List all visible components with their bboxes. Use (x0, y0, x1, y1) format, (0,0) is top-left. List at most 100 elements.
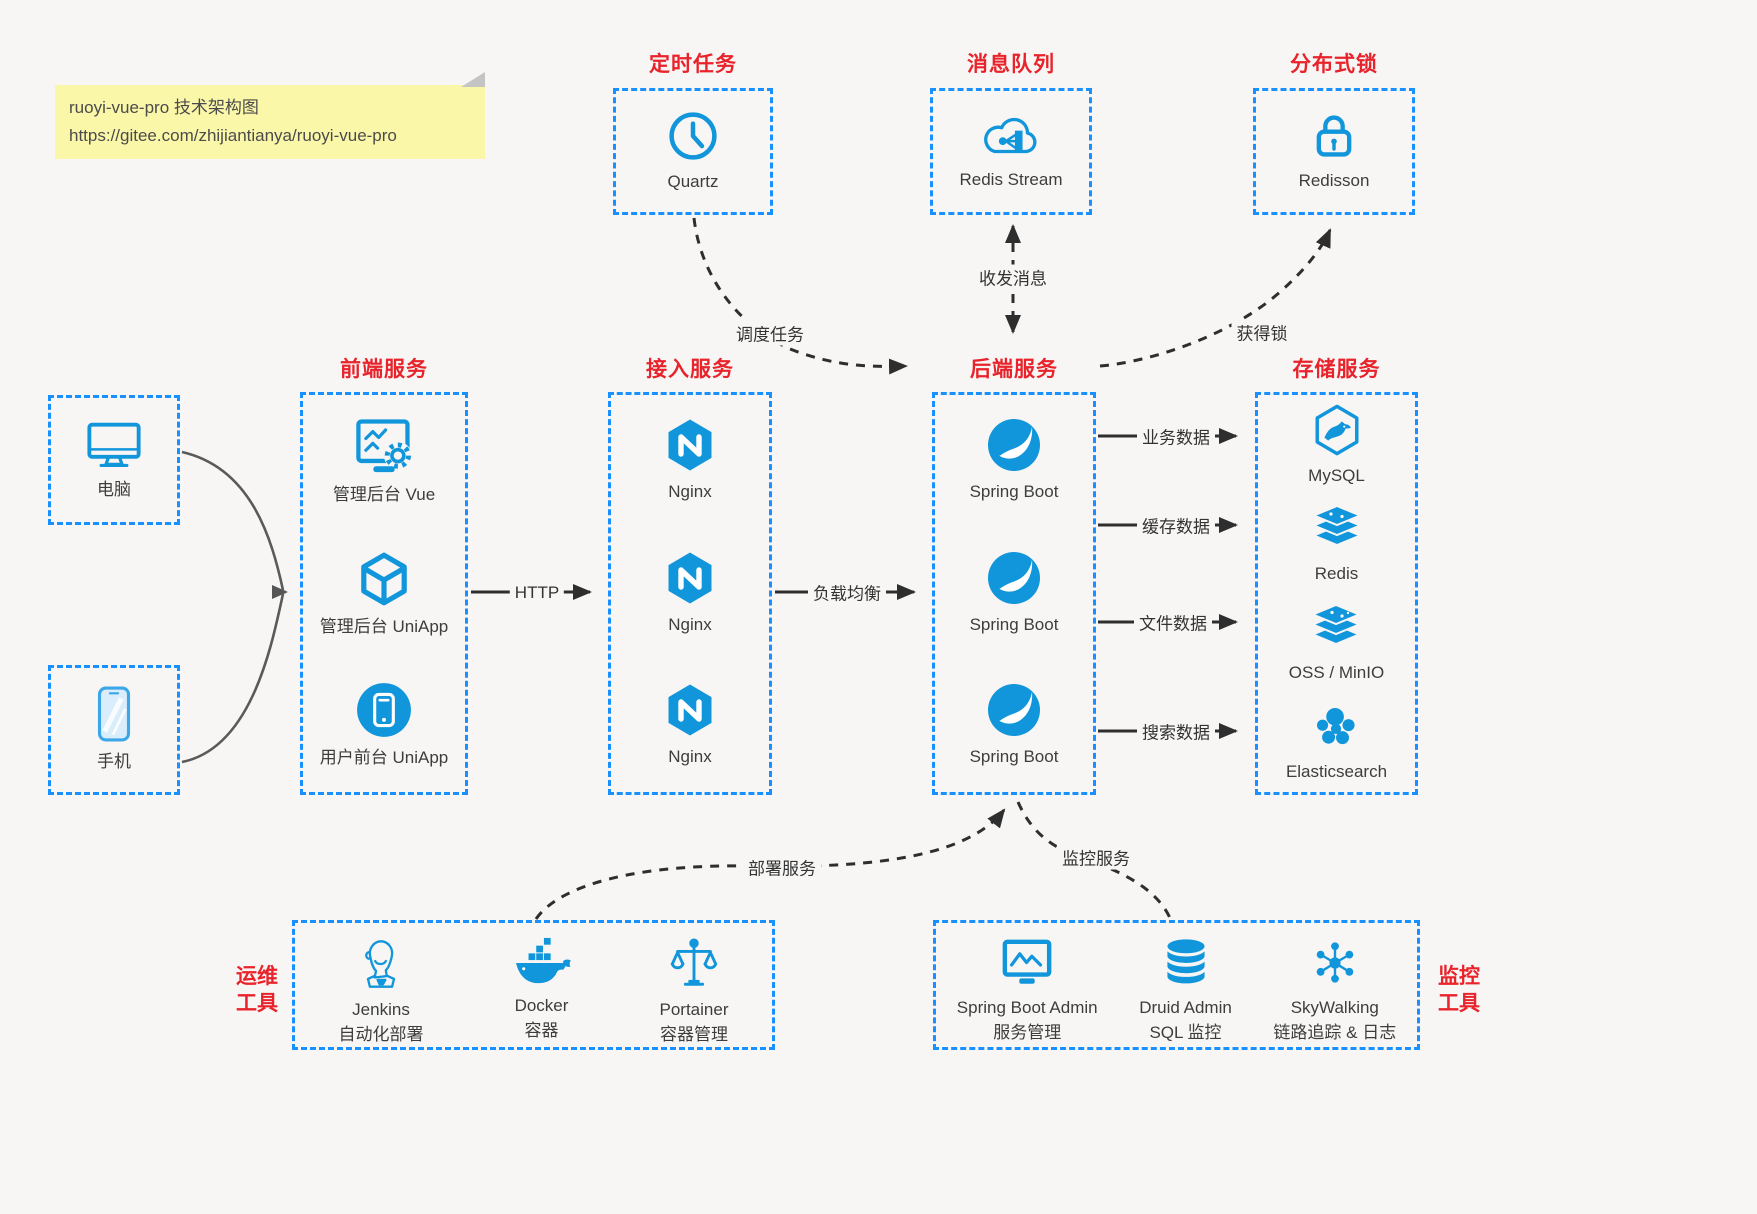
node-label: 手机 (97, 752, 131, 772)
node-label: Spring Boot (969, 482, 1059, 502)
node-phone[interactable]: 手机 (93, 685, 135, 775)
panel-client-phone[interactable]: 手机 (48, 665, 180, 795)
node-redisson[interactable]: Redisson (1298, 110, 1370, 194)
phone-icon (93, 685, 135, 743)
edge-label-cache-data: 缓存数据 (1137, 512, 1215, 538)
panel-storage[interactable]: MySQL Redis OSS / MinIO Elasticsearch (1255, 392, 1418, 795)
edge-label-http: HTTP (509, 583, 565, 603)
node-springboot-2[interactable]: Spring Boot (969, 550, 1059, 638)
panel-scheduled[interactable]: Quartz (613, 88, 773, 215)
node-redis-stream[interactable]: Redis Stream (959, 111, 1063, 193)
group-title-backend: 后端服务 (970, 358, 1058, 381)
node-quartz[interactable]: Quartz (666, 109, 720, 195)
panel-lock[interactable]: Redisson (1253, 88, 1415, 215)
edge-clients-to-frontend (181, 450, 288, 764)
panel-client-pc[interactable]: 电脑 (48, 395, 180, 525)
nginx-icon (664, 682, 716, 738)
node-label: Nginx (668, 482, 712, 502)
node-pc[interactable]: 电脑 (84, 417, 144, 503)
node-springboot-3[interactable]: Spring Boot (969, 682, 1059, 770)
uniapp-cube-icon (355, 550, 413, 608)
node-nginx-1[interactable]: Nginx (664, 417, 716, 505)
node-user-uniapp[interactable]: 用户前台 UniApp (320, 681, 448, 771)
edge-label-load-balance: 负载均衡 (808, 579, 886, 605)
edge-get-lock (1099, 228, 1332, 368)
spring-icon (986, 550, 1042, 606)
node-label: Quartz (667, 171, 719, 191)
user-app-icon (355, 681, 413, 739)
clock-icon (666, 109, 720, 163)
node-label: OSS / MinIO (1288, 663, 1385, 683)
node-nginx-3[interactable]: Nginx (664, 682, 716, 770)
node-springboot-1[interactable]: Spring Boot (969, 417, 1059, 505)
group-title-mq: 消息队列 (967, 53, 1055, 76)
sticky-note: ruoyi-vue-pro 技术架构图 https://gitee.com/zh… (55, 72, 485, 160)
redis-stack-icon (1309, 503, 1365, 555)
sba-monitor-icon (998, 937, 1056, 989)
note-fold-corner (461, 72, 485, 87)
spring-icon (986, 682, 1042, 738)
edge-label-search-data: 搜索数据 (1137, 718, 1215, 744)
mysql-icon (1310, 403, 1364, 457)
node-label: Redis (1314, 564, 1359, 584)
node-redis[interactable]: Redis (1309, 503, 1365, 587)
edge-label-message: 收发消息 (974, 264, 1052, 290)
node-label: Nginx (668, 614, 712, 634)
node-label: 管理后台 UniApp (319, 616, 449, 636)
note-url[interactable]: https://gitee.com/zhijiantianya/ruoyi-vu… (69, 126, 397, 146)
node-admin-vue[interactable]: 管理后台 Vue (333, 416, 435, 508)
node-nginx-2[interactable]: Nginx (664, 550, 716, 638)
node-label: 用户前台 UniApp (319, 748, 449, 768)
node-label: 电脑 (97, 480, 131, 500)
admin-vue-icon (352, 416, 416, 476)
nginx-icon (664, 417, 716, 473)
jenkins-icon (354, 937, 408, 991)
panel-backend[interactable]: Spring Boot Spring Boot Spring Boot (932, 392, 1096, 795)
nginx-icon (664, 550, 716, 606)
spring-icon (986, 417, 1042, 473)
node-elasticsearch[interactable]: Elasticsearch (1286, 701, 1387, 785)
node-label: Spring Boot (969, 747, 1059, 766)
desktop-icon (84, 417, 144, 471)
note-title: ruoyi-vue-pro 技术架构图 (69, 98, 259, 117)
node-label: Elasticsearch (1285, 761, 1388, 781)
lock-icon (1308, 110, 1360, 162)
portainer-icon (667, 937, 721, 991)
node-label: Nginx (668, 747, 712, 766)
group-title-storage: 存储服务 (1292, 358, 1381, 381)
node-label: Redisson (1298, 170, 1370, 190)
group-title-ops: 运维 工具 (236, 965, 278, 1016)
panel-mq[interactable]: Redis Stream (930, 88, 1092, 215)
node-label: Spring Boot (969, 614, 1059, 634)
elasticsearch-icon (1310, 701, 1362, 753)
group-title-scheduled: 定时任务 (649, 53, 737, 76)
node-label: MySQL (1308, 465, 1365, 485)
panel-frontend[interactable]: 管理后台 Vue 管理后台 UniApp 用户前台 UniApp (300, 392, 468, 795)
edge-label-schedule: 调度任务 (731, 320, 809, 346)
cloud-share-icon (978, 111, 1044, 161)
edge-label-business-data: 业务数据 (1137, 423, 1215, 449)
druid-db-icon (1160, 937, 1212, 989)
node-mysql[interactable]: MySQL (1308, 403, 1365, 489)
node-oss-minio[interactable]: OSS / MinIO (1289, 602, 1384, 686)
node-label: Redis Stream (959, 169, 1063, 189)
edge-label-monitor: 监控服务 (1057, 844, 1135, 870)
node-admin-uniapp[interactable]: 管理后台 UniApp (320, 550, 448, 640)
panel-gateway[interactable]: Nginx Nginx Nginx (608, 392, 772, 795)
